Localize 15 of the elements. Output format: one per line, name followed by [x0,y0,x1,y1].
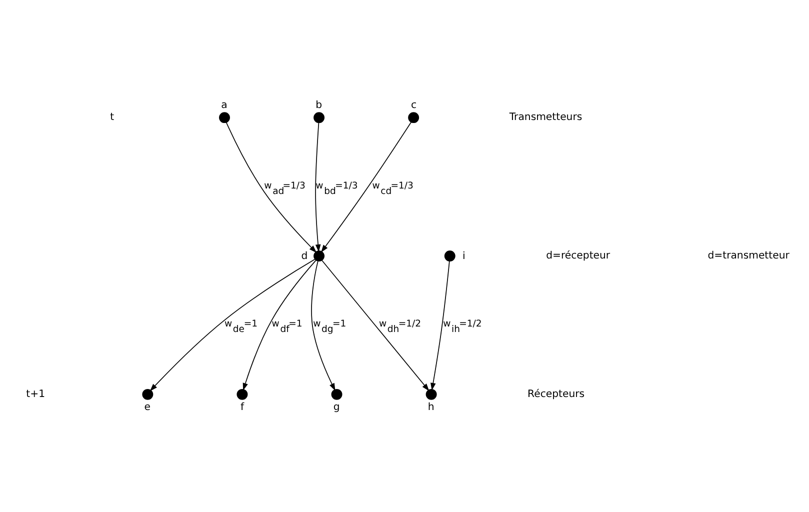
label: d=transmetteur [708,250,790,262]
label: d=récepteur [546,250,610,262]
label: Transmetteurs [509,112,582,124]
node-label: c [411,100,417,111]
node-label: b [316,100,322,111]
label: t+1 [26,389,46,400]
node-label: i [462,251,466,262]
node-label: a [221,100,228,111]
node-label: f [240,402,244,414]
node-label: d [301,251,308,262]
label: Récepteurs [528,389,585,400]
node-label: g [333,402,340,414]
node-label: e [144,402,151,414]
label: t [110,112,114,124]
node-label: h [428,402,434,414]
